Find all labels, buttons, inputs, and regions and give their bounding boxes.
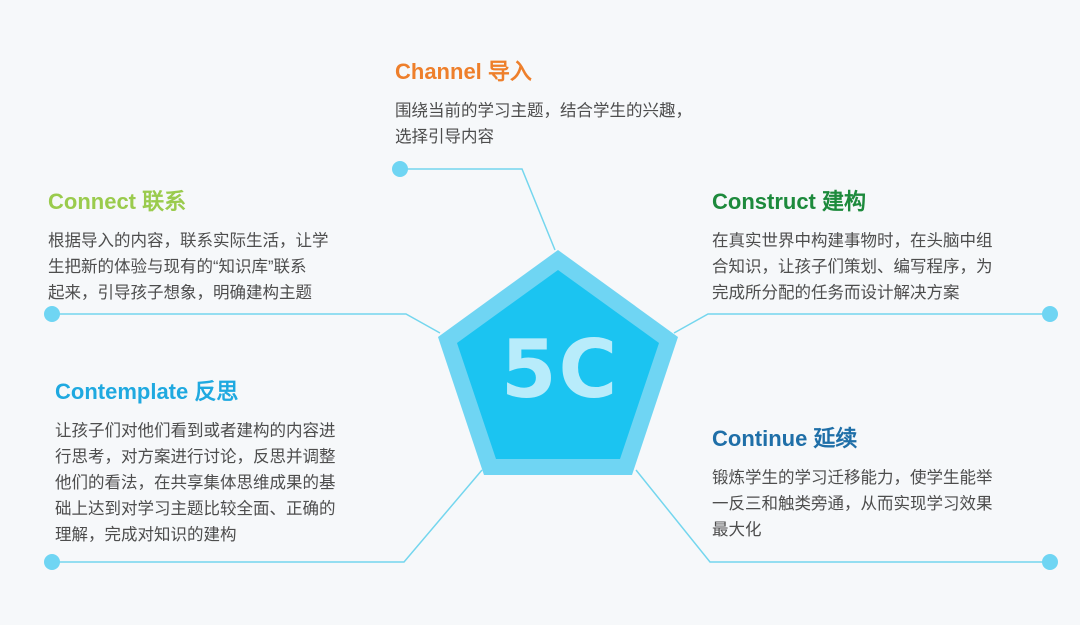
channel-block: Channel 导入 围绕当前的学习主题，结合学生的兴趣， 选择引导内容 xyxy=(395,58,815,150)
connect-description: 根据导入的内容，联系实际生活，让学 生把新的体验与现有的“知识库”联系 起来，引… xyxy=(48,228,408,306)
dot-channel xyxy=(392,161,408,177)
dot-connect xyxy=(44,306,60,322)
contemplate-line: 行思考，对方案进行讨论，反思并调整 xyxy=(55,448,336,466)
contemplate-title: Contemplate 反思 xyxy=(55,379,239,404)
channel-description: 围绕当前的学习主题，结合学生的兴趣， 选择引导内容 xyxy=(395,98,815,150)
connect-line: 起来，引导孩子想象，明确建构主题 xyxy=(48,284,312,302)
channel-line: 选择引导内容 xyxy=(395,128,494,146)
construct-line: 完成所分配的任务而设计解决方案 xyxy=(712,284,960,302)
dot-contemplate xyxy=(44,554,60,570)
continue-block: Continue 延续 锻炼学生的学习迁移能力，使学生能举 一反三和触类旁通，从… xyxy=(712,425,1072,543)
construct-title: Construct 建构 xyxy=(712,189,867,214)
construct-line: 合知识，让孩子们策划、编写程序，为 xyxy=(712,258,993,276)
contemplate-line: 他们的看法，在共享集体思维成果的基 xyxy=(55,474,336,492)
center-label-5c: 5C xyxy=(500,323,620,416)
connect-block: Connect 联系 根据导入的内容，联系实际生活，让学 生把新的体验与现有的“… xyxy=(48,188,408,306)
contemplate-line: 础上达到对学习主题比较全面、正确的 xyxy=(55,500,336,518)
continue-line: 一反三和触类旁通，从而实现学习效果 xyxy=(712,495,993,513)
dot-continue xyxy=(1042,554,1058,570)
contemplate-line: 让孩子们对他们看到或者建构的内容进 xyxy=(55,422,336,440)
construct-description: 在真实世界中构建事物时，在头脑中组 合知识，让孩子们策划、编写程序，为 完成所分… xyxy=(712,228,1072,306)
contemplate-description: 让孩子们对他们看到或者建构的内容进 行思考，对方案进行讨论，反思并调整 他们的看… xyxy=(55,418,415,548)
connector-connect xyxy=(52,313,441,334)
construct-line: 在真实世界中构建事物时，在头脑中组 xyxy=(712,232,993,250)
connect-line: 根据导入的内容，联系实际生活，让学 xyxy=(48,232,329,250)
continue-line: 锻炼学生的学习迁移能力，使学生能举 xyxy=(712,469,993,487)
connector-channel xyxy=(400,168,556,251)
pentagon-inner xyxy=(457,270,659,459)
connector-construct xyxy=(673,313,1050,334)
continue-line: 最大化 xyxy=(712,521,762,539)
channel-line: 围绕当前的学习主题，结合学生的兴趣， xyxy=(395,102,692,120)
construct-block: Construct 建构 在真实世界中构建事物时，在头脑中组 合知识，让孩子们策… xyxy=(712,188,1072,306)
connect-title: Connect 联系 xyxy=(48,189,187,214)
channel-title: Channel 导入 xyxy=(395,59,532,84)
dot-construct xyxy=(1042,306,1058,322)
contemplate-line: 理解，完成对知识的建构 xyxy=(55,526,237,544)
connector-contemplate xyxy=(52,469,483,563)
continue-description: 锻炼学生的学习迁移能力，使学生能举 一反三和触类旁通，从而实现学习效果 最大化 xyxy=(712,465,1072,543)
connect-line: 生把新的体验与现有的“知识库”联系 xyxy=(48,258,307,276)
contemplate-block: Contemplate 反思 让孩子们对他们看到或者建构的内容进 行思考，对方案… xyxy=(55,378,415,548)
continue-title: Continue 延续 xyxy=(712,426,858,451)
connector-continue xyxy=(635,469,1050,563)
